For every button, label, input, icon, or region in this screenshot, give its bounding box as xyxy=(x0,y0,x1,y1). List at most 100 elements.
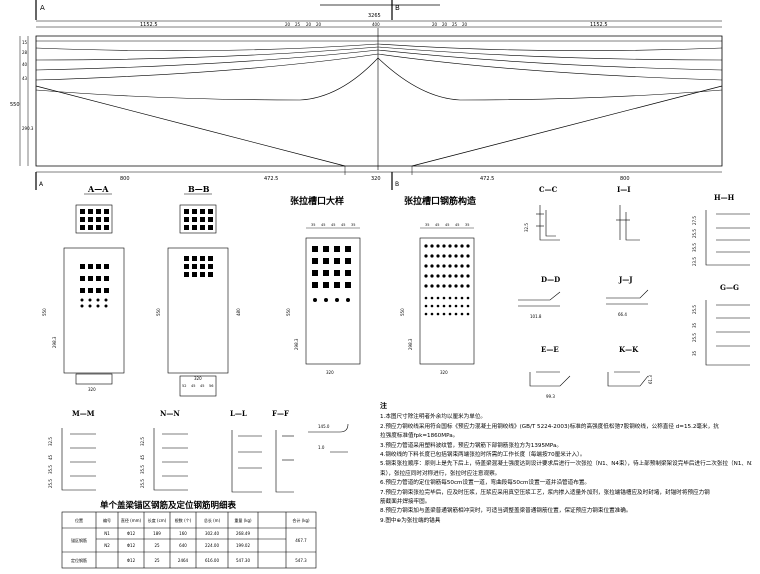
slot-anchor xyxy=(312,258,318,264)
slot-anchor xyxy=(312,270,318,276)
rebar-dot xyxy=(430,296,434,300)
rebar-lower-dim: 298.3 xyxy=(408,338,413,350)
note-line: 2.预应力钢绞线采用符合国标《预应力混凝土用钢绞线》(GB/T 5224-200… xyxy=(380,423,719,430)
table-cell: 25 xyxy=(154,543,160,548)
slot-anchor xyxy=(323,246,329,252)
rebar-dot xyxy=(436,312,440,316)
anchor-block xyxy=(192,225,197,230)
rebar-dot xyxy=(466,296,470,300)
table-cell: 616.00 xyxy=(205,558,219,563)
rebar-schedule: 单个盖梁锚区钢筋及定位钢筋明细表 位置 编号 直径 (mm) 长度 (cm) 根… xyxy=(61,500,317,569)
slot-dot xyxy=(335,298,339,302)
rebar-dot xyxy=(430,274,434,278)
rebar-top-dim: 45 xyxy=(445,223,449,227)
rebar-dot xyxy=(460,274,464,278)
table-subtotal: 467.7 xyxy=(295,538,307,543)
anchor-block xyxy=(88,209,93,214)
top-dim: 25 xyxy=(295,22,301,27)
anchor-block xyxy=(88,264,93,269)
rebar-dot xyxy=(454,296,458,300)
table-header: 直径 (mm) xyxy=(121,517,142,523)
rebar-dot xyxy=(460,264,464,268)
rebar-dot xyxy=(424,304,428,308)
slot-anchor xyxy=(312,282,318,288)
rebar-dot xyxy=(436,284,440,288)
table-header: 长度 (cm) xyxy=(148,517,167,523)
detail-dim: 25.5 xyxy=(140,479,145,488)
detail-dim: 25.5 xyxy=(692,229,697,238)
rebar-dot xyxy=(424,296,428,300)
anchor-block xyxy=(208,225,213,230)
anchor-block xyxy=(88,225,93,230)
rebar-dot xyxy=(436,296,440,300)
anchor-block xyxy=(104,225,109,230)
slot-dot xyxy=(324,298,328,302)
tendon-dot xyxy=(104,304,108,308)
table-cell: Φ12 xyxy=(127,543,136,548)
slot-anchor xyxy=(345,258,351,264)
slot-rebar-detail: 张拉槽口钢筋构造 35 45 45 45 35 550 298.3 320 xyxy=(400,195,477,375)
rebar-dot xyxy=(448,296,452,300)
table-group-label: 定位钢筋 xyxy=(71,557,87,563)
left-lower-dim: 290.3 xyxy=(22,126,34,131)
anchor-block xyxy=(200,225,205,230)
slot-anchor xyxy=(323,282,329,288)
rebar-dot xyxy=(466,244,470,248)
anchor-block xyxy=(200,209,205,214)
rebar-dot xyxy=(448,244,452,248)
anchor-block xyxy=(184,225,189,230)
anchor-block xyxy=(192,272,197,277)
main-elevation xyxy=(19,0,723,190)
rebar-dot xyxy=(424,254,428,258)
top-dim: 20 xyxy=(432,22,438,27)
table-cell: 640 xyxy=(179,543,187,548)
anchor-block xyxy=(80,288,85,293)
rebar-top-dim: 45 xyxy=(455,223,459,227)
design-notes: 注 1.本图尺寸除注明者外余均以厘米为单位。2.预应力钢绞线采用符合国标《预应力… xyxy=(380,402,752,526)
rebar-dot xyxy=(430,264,434,268)
top-dim: 20 xyxy=(442,22,448,27)
rebar-dot xyxy=(436,244,440,248)
top-dim: 25 xyxy=(452,22,458,27)
table-cell: Φ12 xyxy=(127,558,136,563)
table-header: 总长 (m) xyxy=(204,517,221,523)
detail-dim: 35 xyxy=(692,322,697,328)
detail-gg-label: G—G xyxy=(720,283,739,292)
detail-ff-label: F—F xyxy=(272,409,289,418)
left-dim: 40 xyxy=(22,62,28,67)
rebar-dot xyxy=(460,304,464,308)
bb-height-dim: 550 xyxy=(156,308,161,316)
beam-outline xyxy=(35,35,723,167)
top-dim: 20 xyxy=(306,22,312,27)
small-detail-labels: C—C I—I H—H D—D J—J G—G E—E K—K M—M N—N … xyxy=(72,185,739,418)
top-dim: 20 xyxy=(285,22,291,27)
rebar-dot xyxy=(460,254,464,258)
rebar-dot xyxy=(442,254,446,258)
note-line: 5.钢束张拉顺序：原则上是先下后上，待盖梁混凝土强度达到设计要求后进行一次张拉（… xyxy=(380,461,752,468)
rebar-dot xyxy=(436,304,440,308)
detail-dim: 35 xyxy=(692,350,697,356)
rebar-dot xyxy=(448,264,452,268)
table-group-label: 锚区钢筋 xyxy=(71,537,87,543)
slot-top-dim: 45 xyxy=(321,223,325,227)
rebar-dot xyxy=(442,312,446,316)
anchor-block xyxy=(208,264,213,269)
detail-dim: 99.3 xyxy=(546,394,555,399)
rebar-dot xyxy=(460,296,464,300)
anchor-block xyxy=(80,276,85,281)
section-mark-b-bottom: B xyxy=(395,181,399,188)
rebar-dot xyxy=(436,264,440,268)
anchor-block xyxy=(192,264,197,269)
note-line: 8.预应力钢束加与盖梁普通钢筋相冲突时，可适当调整盖梁普通钢筋位置，保证预应力钢… xyxy=(380,508,632,515)
rebar-dot xyxy=(460,284,464,288)
rebar-dot xyxy=(454,254,458,258)
rebar-dot xyxy=(466,312,470,316)
rebar-dot xyxy=(424,264,428,268)
table-header: 根数 (个) xyxy=(175,517,192,523)
anchor-block xyxy=(96,264,101,269)
detail-ll-label: L—L xyxy=(230,409,247,418)
rebar-dot xyxy=(448,274,452,278)
rebar-width-dim: 320 xyxy=(440,370,448,375)
anchor-block xyxy=(200,264,205,269)
slot-dot xyxy=(313,298,317,302)
